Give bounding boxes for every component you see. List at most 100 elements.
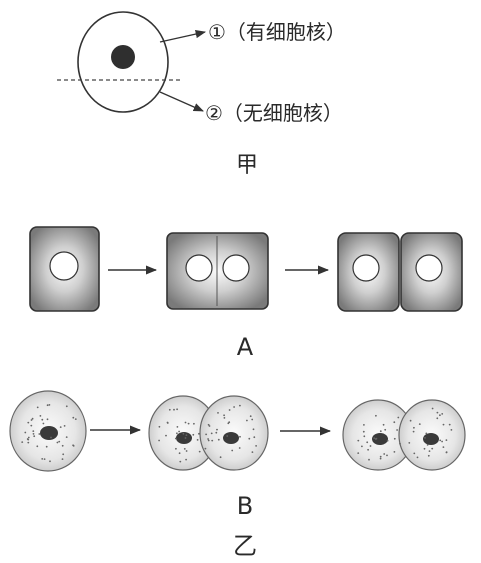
cytoplasm-dot xyxy=(374,438,377,440)
cytoplasm-dot xyxy=(74,418,77,420)
cytoplasm-dot xyxy=(166,421,169,424)
cytoplasm-dot xyxy=(442,446,445,448)
caption-yi: 乙 xyxy=(233,532,257,560)
cytoplasm-dot xyxy=(176,426,179,428)
cytoplasm-dot xyxy=(31,417,34,420)
cytoplasm-dot xyxy=(216,428,218,431)
cytoplasm-dot xyxy=(441,440,443,443)
animal-cell-stage-1 xyxy=(9,390,87,472)
cytoplasm-dot xyxy=(408,442,411,444)
cytoplasm-dot xyxy=(59,426,62,428)
cytoplasm-dot xyxy=(62,453,65,456)
single-cell-diagram: ①（有细胞核） ②（无细胞核） 甲 xyxy=(57,11,346,178)
cytoplasm-dot xyxy=(65,436,68,438)
plant-cell-stage-3 xyxy=(337,232,463,312)
cytoplasm-dot xyxy=(399,442,401,445)
cytoplasm-dot xyxy=(217,438,220,441)
cytoplasm-dot xyxy=(210,432,213,435)
cytoplasm-dot xyxy=(448,423,451,426)
animal-nucleus xyxy=(40,426,58,440)
cytoplasm-dot xyxy=(228,421,231,424)
cytoplasm-dot xyxy=(217,412,219,414)
cytoplasm-dot xyxy=(207,423,210,426)
cytoplasm-dot xyxy=(56,441,59,444)
cytoplasm-dot xyxy=(357,439,360,442)
cytoplasm-dot xyxy=(249,415,252,418)
cytoplasm-dot xyxy=(445,451,448,453)
cytoplasm-dot xyxy=(363,435,366,438)
cytoplasm-dot xyxy=(43,458,46,460)
cytoplasm-dot xyxy=(211,439,214,442)
caption-jia: 甲 xyxy=(236,153,258,178)
cytoplasm-dot xyxy=(384,428,387,431)
cytoplasm-dot xyxy=(416,456,419,459)
cytoplasm-dot xyxy=(187,422,190,425)
cytoplasm-dot xyxy=(185,434,188,436)
cytoplasm-dot xyxy=(363,424,365,426)
plant-cell-stage-1 xyxy=(29,226,100,312)
cytoplasm-dot xyxy=(39,415,42,417)
cytoplasm-dot xyxy=(239,404,241,407)
cytoplasm-dot xyxy=(184,437,187,439)
cytoplasm-dot xyxy=(182,432,185,435)
plant-nucleus xyxy=(352,254,380,282)
cytoplasm-dot xyxy=(185,458,188,461)
cytoplasm-dot xyxy=(412,430,415,433)
cytoplasm-dot xyxy=(382,423,385,426)
cytoplasm-dot xyxy=(368,458,370,461)
cytoplasm-dot xyxy=(226,435,229,437)
cytoplasm-dot xyxy=(32,430,35,432)
cytoplasm-dot xyxy=(357,452,360,454)
cytoplasm-dot xyxy=(393,421,396,424)
cytoplasm-dot xyxy=(397,416,400,419)
caption-b: B xyxy=(237,492,253,520)
cytoplasm-dot xyxy=(27,441,30,444)
cytoplasm-dot xyxy=(61,458,64,460)
cytoplasm-dot xyxy=(63,425,66,427)
cytoplasm-dot xyxy=(450,429,453,431)
cytoplasm-dot xyxy=(251,418,254,421)
cytoplasm-dot xyxy=(207,439,210,442)
animal-nucleus xyxy=(176,432,192,444)
cytoplasm-dot xyxy=(38,433,41,435)
cytoplasm-dot xyxy=(413,426,415,429)
cytoplasm-dot xyxy=(373,437,376,439)
cytoplasm-dot xyxy=(255,445,257,447)
cytoplasm-dot xyxy=(409,419,412,422)
cytoplasm-dot xyxy=(185,450,188,452)
cytoplasm-dot xyxy=(386,439,389,442)
cytoplasm-dot xyxy=(223,417,226,419)
cytoplasm-dot xyxy=(158,439,161,442)
animal-nucleus xyxy=(423,433,439,445)
cytoplasm-dot xyxy=(178,430,181,433)
cytoplasm-dot xyxy=(21,441,24,443)
cytoplasm-dot xyxy=(436,411,439,414)
cytoplasm-dot xyxy=(204,447,207,450)
cytoplasm-dot xyxy=(27,421,30,424)
cytoplasm-dot xyxy=(176,432,178,435)
cytoplasm-dot xyxy=(48,404,51,406)
cytoplasm-dot xyxy=(46,418,49,421)
cytoplasm-dot xyxy=(46,404,49,407)
cytoplasm-dot xyxy=(178,452,181,455)
cytoplasm-dot xyxy=(45,445,48,448)
cytoplasm-dot xyxy=(168,408,171,411)
cytoplasm-dot xyxy=(41,418,44,421)
cytoplasm-dots xyxy=(21,404,77,463)
cytoplasm-dots xyxy=(408,407,453,459)
cytoplasm-dot xyxy=(58,440,61,443)
cytoplasm-dot xyxy=(396,429,398,431)
animal-cell-division-row: B xyxy=(9,390,466,520)
cytoplasm-dot xyxy=(366,441,369,444)
pointer-line-1 xyxy=(159,29,207,43)
cytoplasm-dot xyxy=(158,425,161,428)
pointer-line-2 xyxy=(159,91,204,112)
cytoplasm-dot xyxy=(431,407,434,410)
cytoplasm-dot xyxy=(253,436,256,439)
cytoplasm-dot xyxy=(27,438,30,441)
cell-nucleus xyxy=(111,45,135,69)
plant-cell-division-row: A xyxy=(29,226,463,361)
cytoplasm-dot xyxy=(386,454,388,457)
cytoplasm-dot xyxy=(219,456,222,459)
cytoplasm-dot xyxy=(431,447,434,450)
